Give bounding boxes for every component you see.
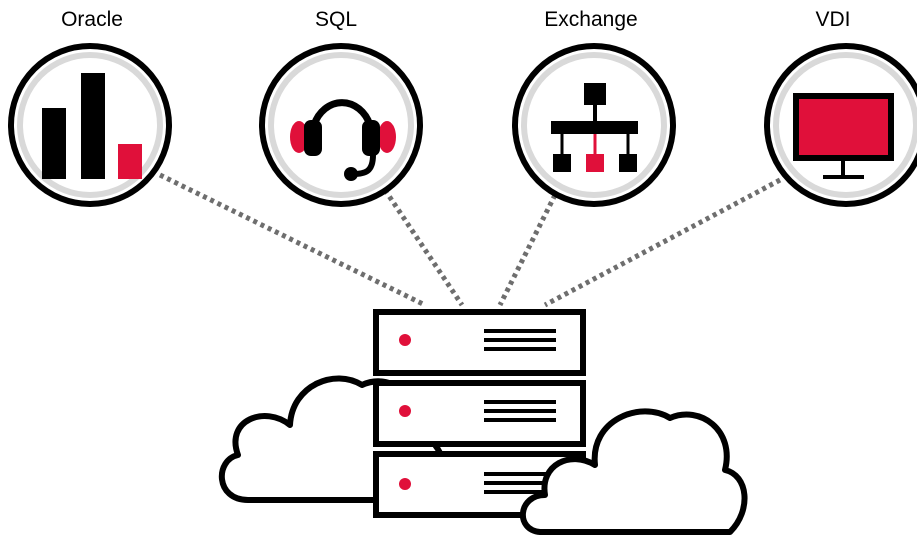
- cloud-icon: [520, 408, 748, 535]
- bar-chart-icon: [42, 73, 142, 179]
- org-chart-icon: [551, 83, 638, 172]
- sql-icon-circle: [259, 43, 423, 207]
- server-status-dot: [399, 405, 411, 417]
- server-status-dot: [399, 478, 411, 490]
- exchange-icon-circle: [512, 43, 676, 207]
- label-oracle: Oracle: [61, 8, 123, 31]
- connector-exchange: [497, 193, 558, 307]
- oracle-icon-circle: [8, 43, 172, 207]
- connector-sql: [382, 188, 465, 307]
- server-status-dot: [399, 334, 411, 346]
- connector-oracle: [158, 172, 427, 308]
- headset-icon: [290, 99, 396, 181]
- server-unit: [373, 309, 586, 376]
- label-sql: SQL: [314, 8, 358, 31]
- connectors: [158, 172, 782, 308]
- label-vdi: VDI: [815, 8, 851, 31]
- monitor-icon: [793, 93, 894, 179]
- server-unit: [373, 380, 586, 447]
- vdi-icon-circle: [764, 43, 917, 207]
- label-exchange: Exchange: [544, 8, 638, 31]
